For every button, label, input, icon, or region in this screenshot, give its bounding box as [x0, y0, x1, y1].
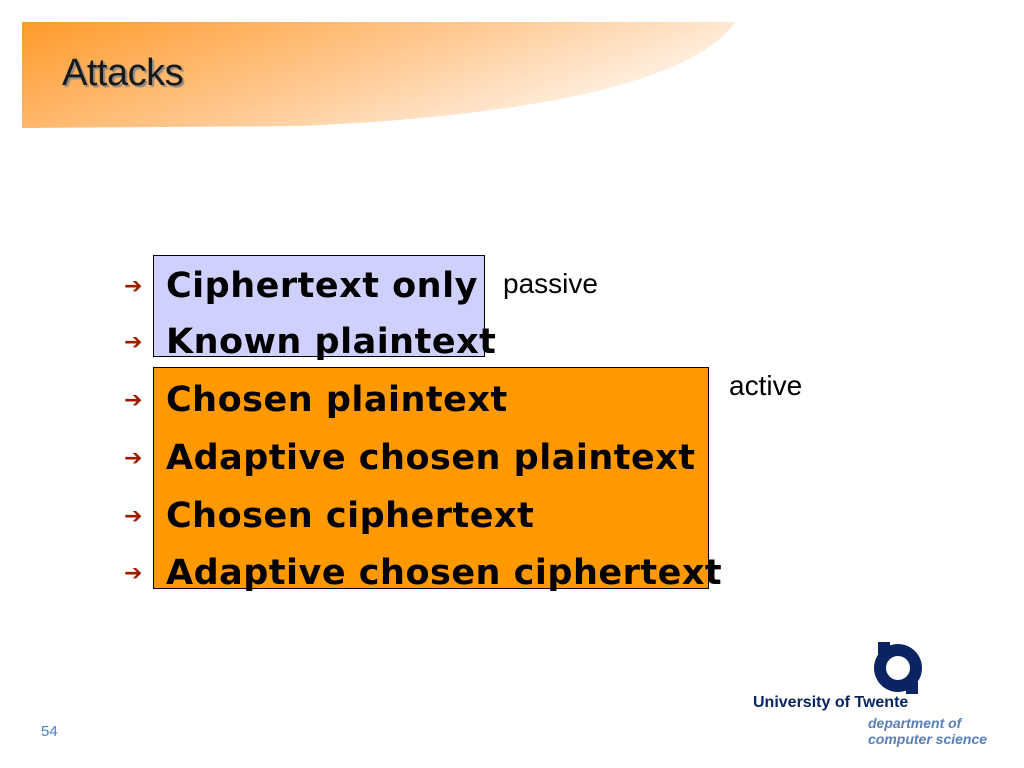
- item-label: Chosen ciphertext: [166, 496, 535, 536]
- right-arrow-icon: ➔: [124, 445, 143, 471]
- title-banner: [22, 22, 735, 128]
- item-label: Adaptive chosen plaintext: [166, 438, 696, 478]
- item-label: Known plaintext: [166, 322, 497, 362]
- right-arrow-icon: ➔: [124, 329, 143, 355]
- list-item: ➔ Chosen plaintext: [124, 380, 508, 420]
- right-arrow-icon: ➔: [124, 387, 143, 413]
- active-label: active: [729, 370, 803, 401]
- passive-group-box: [153, 255, 485, 357]
- right-arrow-icon: ➔: [124, 560, 143, 586]
- list-item: ➔ Ciphertext only: [124, 266, 478, 306]
- right-arrow-icon: ➔: [124, 503, 143, 529]
- department-line-2: computer science: [868, 731, 988, 747]
- list-item: ➔ Known plaintext: [124, 322, 496, 362]
- active-group-box: [153, 367, 709, 589]
- item-label: Adaptive chosen ciphertext: [166, 553, 723, 593]
- item-label: Ciphertext only: [166, 266, 478, 306]
- passive-label: passive: [503, 268, 598, 299]
- slide-title: Attacks: [62, 52, 184, 94]
- university-logo-icon: [874, 642, 922, 694]
- right-arrow-icon: ➔: [124, 273, 143, 299]
- department-line-1: department of: [868, 715, 962, 731]
- list-item: ➔ Adaptive chosen ciphertext: [124, 553, 722, 593]
- item-label: Chosen plaintext: [166, 380, 508, 420]
- page-number: 54: [41, 723, 58, 740]
- university-name: University of Twente: [753, 694, 909, 711]
- list-item: ➔ Adaptive chosen plaintext: [124, 438, 696, 478]
- list-item: ➔ Chosen ciphertext: [124, 496, 534, 536]
